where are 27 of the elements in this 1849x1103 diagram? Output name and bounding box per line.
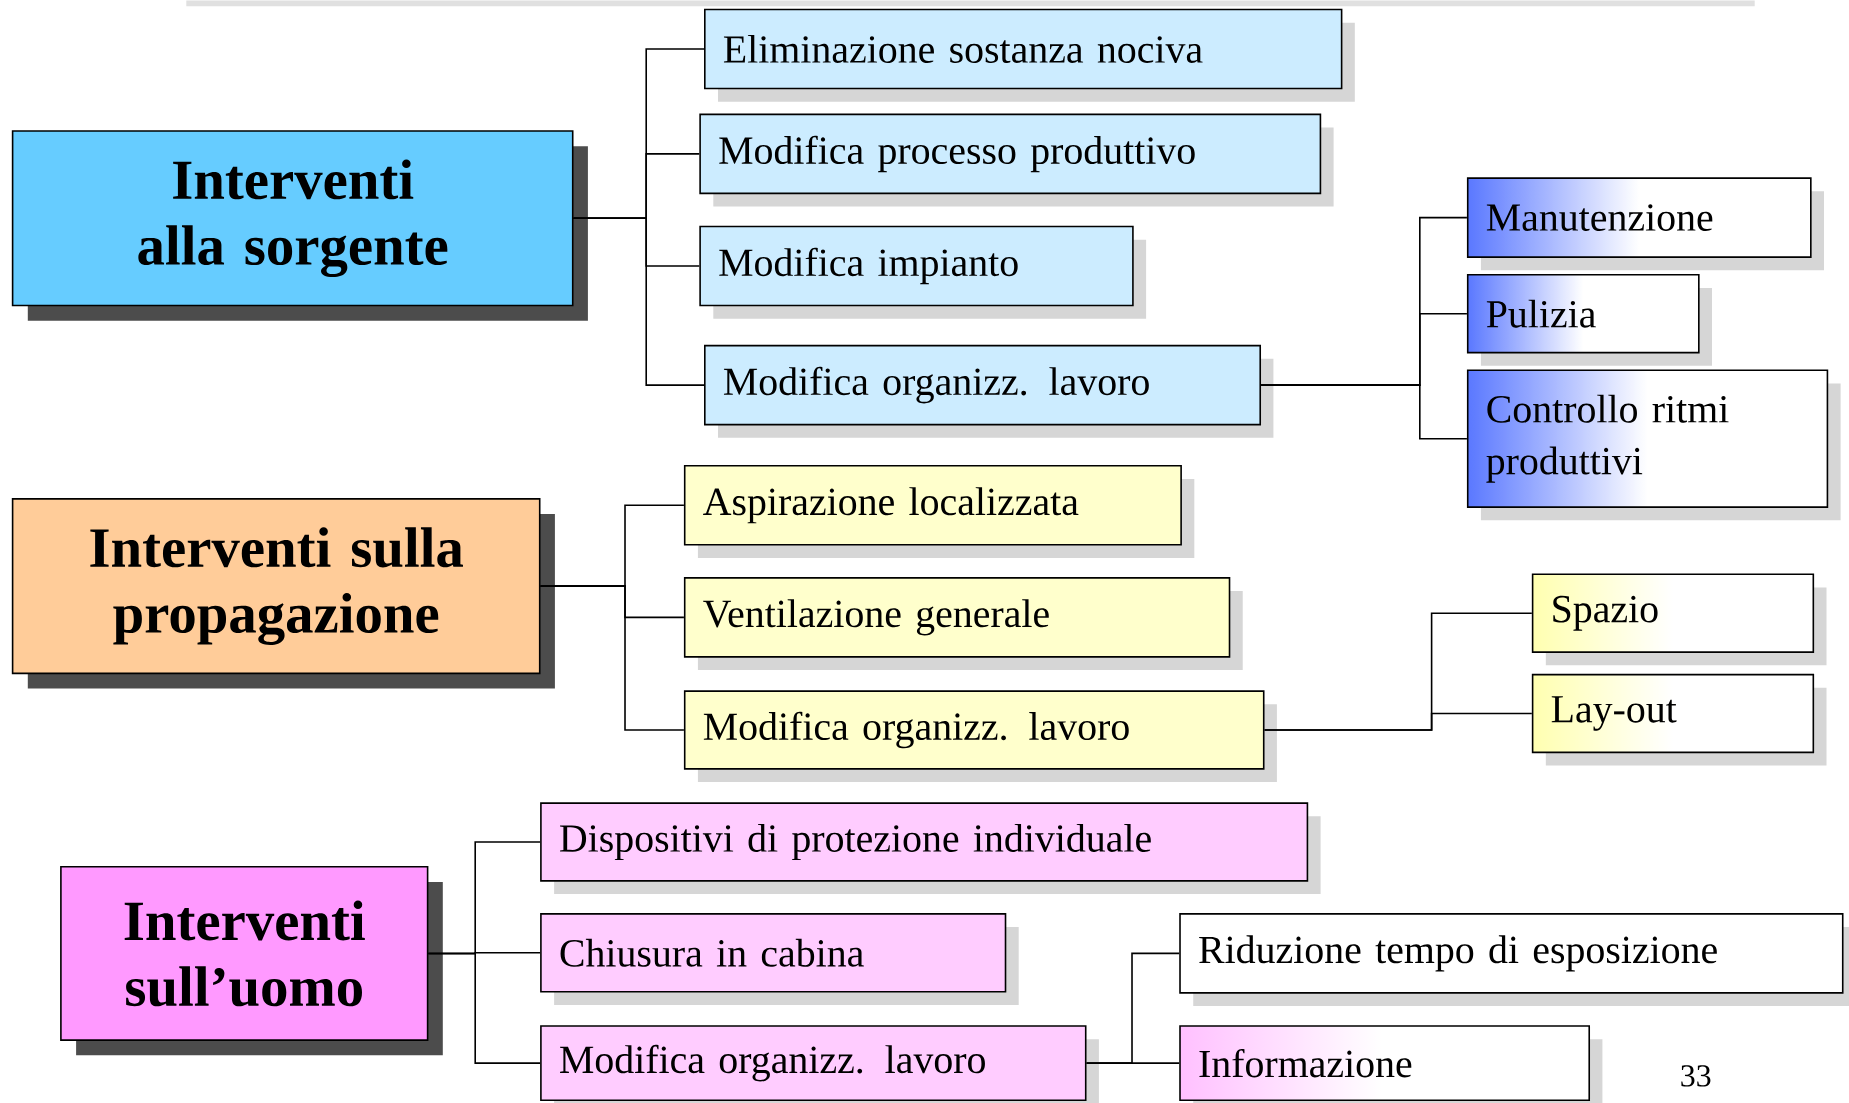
connector-line bbox=[572, 217, 705, 386]
connector-line bbox=[539, 585, 685, 731]
detail-box: Spazio bbox=[1531, 573, 1827, 666]
page-number: 33 bbox=[1681, 1065, 1711, 1087]
connector-line bbox=[1263, 712, 1533, 731]
category-box: Interventi sull’uomo bbox=[60, 866, 443, 1056]
connector-line bbox=[427, 952, 541, 1064]
measure-box: Dispositivi di protezione individuale bbox=[540, 802, 1321, 895]
category-box: Interventi alla sorgente bbox=[11, 130, 588, 321]
detail-box: Informazione bbox=[1179, 1025, 1603, 1103]
measure-box: Modifica organizz. lavoro bbox=[683, 690, 1277, 783]
category-box: Interventi sulla propagazione bbox=[11, 498, 555, 689]
measure-box: Riduzione tempo di esposizione bbox=[1179, 913, 1849, 1007]
measure-box: Chiusura in cabina bbox=[540, 913, 1019, 1005]
connector-line bbox=[1085, 1062, 1180, 1064]
measure-box: Ventilazione generale bbox=[683, 577, 1243, 671]
detail-box: Manutenzione bbox=[1466, 177, 1824, 271]
measure-box: Modifica processo produttivo bbox=[699, 113, 1334, 207]
connector-line bbox=[1260, 384, 1468, 440]
detail-box: Lay-out bbox=[1531, 673, 1827, 766]
measure-box: Modifica organizz. lavoro bbox=[704, 344, 1274, 438]
measure-box: Modifica impianto bbox=[699, 225, 1147, 319]
measure-box: Aspirazione localizzata bbox=[683, 465, 1195, 558]
measure-box: Eliminazione sostanza nociva bbox=[704, 8, 1355, 102]
detail-box: Pulizia bbox=[1466, 274, 1712, 366]
detail-box: Controllo ritmi produttivi bbox=[1466, 369, 1841, 521]
measure-box: Modifica organizz. lavoro bbox=[540, 1025, 1099, 1103]
